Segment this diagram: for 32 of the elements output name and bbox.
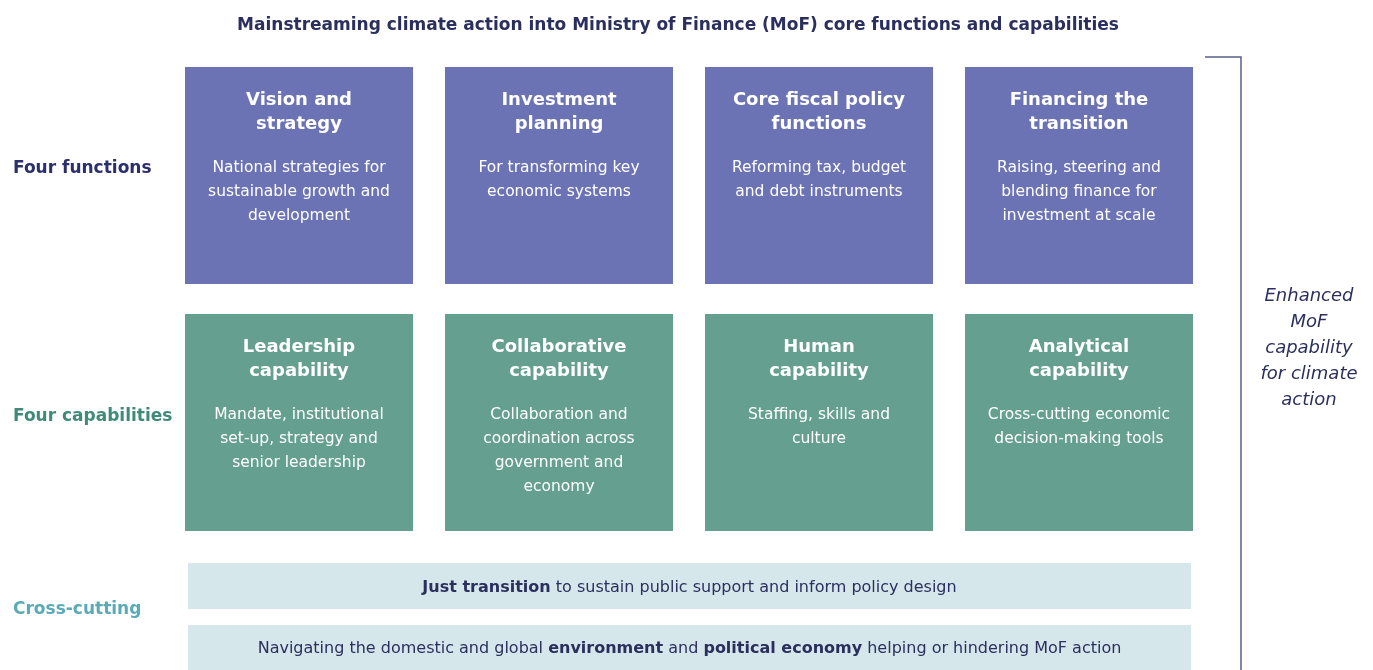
card-heading: Collaborative capability [490, 334, 628, 382]
card-description: Staffing, skills and culture [746, 404, 892, 449]
card-description: For transforming key economic systems [477, 157, 641, 202]
card-description: Reforming tax, budget and debt instruments [730, 157, 908, 202]
card-heading: Financing the transition [1008, 87, 1150, 135]
card-heading: Human capability [768, 334, 870, 382]
cross-cutting-bar [188, 625, 1191, 670]
capability-card [965, 314, 1193, 531]
card-heading: Core fiscal policy functions [731, 87, 907, 135]
card-heading: Analytical capability [1027, 334, 1131, 382]
capability-card [705, 314, 933, 531]
function-card [445, 67, 673, 284]
function-card [965, 67, 1193, 284]
cross-cutting-bar [188, 563, 1191, 609]
function-card [185, 67, 413, 284]
bar-text: Just transition to sustain public support and inform policy design [422, 576, 957, 596]
bracket-label: Enhanced MoF capability for climate action [1259, 283, 1359, 411]
row-label: Four functions [13, 157, 152, 177]
card-description: Cross-cutting economic decision-making tools [986, 404, 1172, 449]
row-label: Cross-cutting [13, 598, 142, 618]
capability-card [445, 314, 673, 531]
card-description: National strategies for sustainable growth and development [207, 157, 391, 226]
card-heading: Vision and strategy [245, 87, 353, 135]
diagram-title: Mainstreaming climate action into Ministry of Finance (MoF) core functions and capabilities [236, 14, 1120, 34]
card-heading: Investment planning [500, 87, 618, 135]
bar-text: Navigating the domestic and global environment and political economy helping or hindering MoF action [257, 638, 1122, 657]
card-heading: Leadership capability [241, 334, 357, 382]
card-description: Raising, steering and blending finance for investment at scale [996, 157, 1162, 226]
function-card [705, 67, 933, 284]
capability-card [185, 314, 413, 531]
card-description: Mandate, institutional set-up, strategy and senior leadership [213, 404, 385, 473]
card-description: Collaboration and coordination across government and economy [482, 404, 636, 497]
